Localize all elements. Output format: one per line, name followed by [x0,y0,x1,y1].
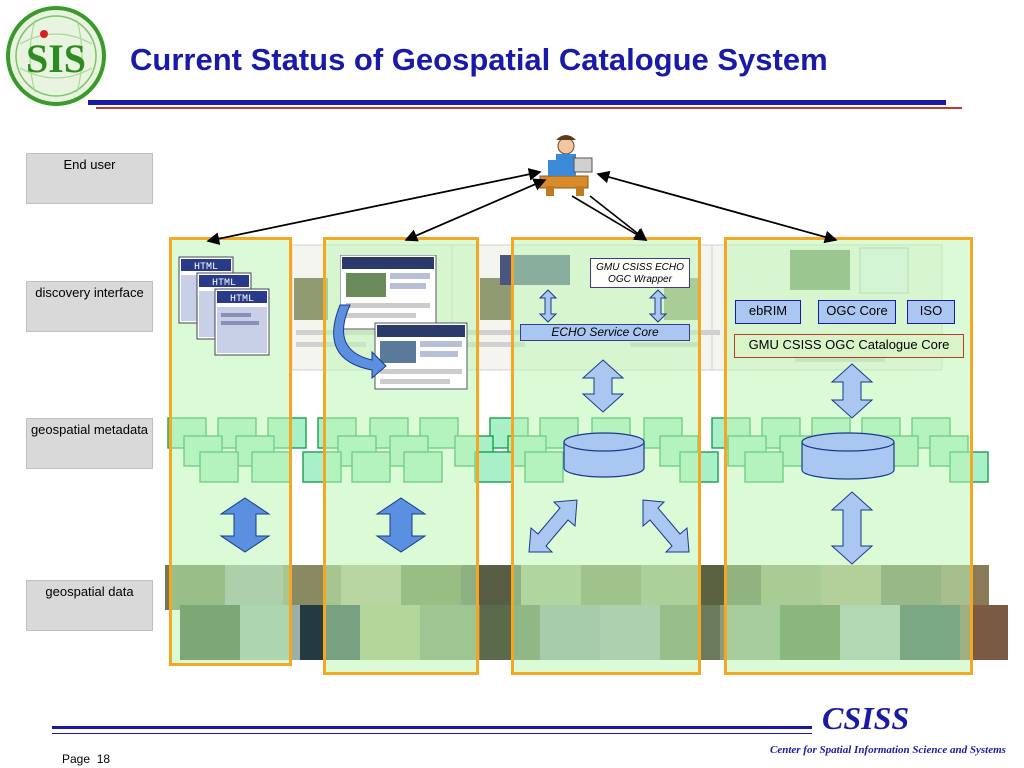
footer-divider-thin [52,733,812,734]
sis-logo: SIS [5,4,107,108]
ebrim-box: ebRIM [735,300,801,324]
html-label-3: HTML [230,294,254,305]
portal-screenshots [340,255,468,390]
title-divider [88,100,946,105]
echo-database-icon [563,432,645,478]
footer-divider [52,726,812,729]
org-full-name: Center for Spatial Information Science a… [770,744,1006,756]
row-label-end-user: End user [26,153,153,204]
html-pages-icon: HTML HTML HTML [178,256,270,356]
end-user-icon [539,135,593,196]
iso-box: ISO [907,300,955,324]
ogc-core-box: OGC Core [818,300,896,324]
logo-text: SIS [26,36,86,81]
html-label-1: HTML [194,262,218,273]
ogc-catalogue-core-box: GMU CSISS OGC Catalogue Core [734,334,964,358]
html-label-2: HTML [212,278,236,289]
page-number-value: 18 [96,752,111,766]
slide-title: Current Status of Geospatial Catalogue S… [130,42,828,77]
row-label-discovery-interface: discovery interface [26,281,153,332]
row-label-geospatial-data: geospatial data [26,580,153,631]
page-number: Page 18 [62,752,110,766]
echo-service-core-box: ECHO Service Core [520,324,690,341]
ogc-database-icon [801,432,895,480]
row-label-geospatial-metadata: geospatial metadata [26,418,153,469]
echo-ogc-wrapper-box: GMU CSISS ECHO OGC Wrapper [590,258,690,288]
org-short-name: CSISS [822,700,910,736]
page-label: Page [62,752,91,766]
portal-curve-arrow [333,304,387,380]
title-divider-red [96,107,962,109]
